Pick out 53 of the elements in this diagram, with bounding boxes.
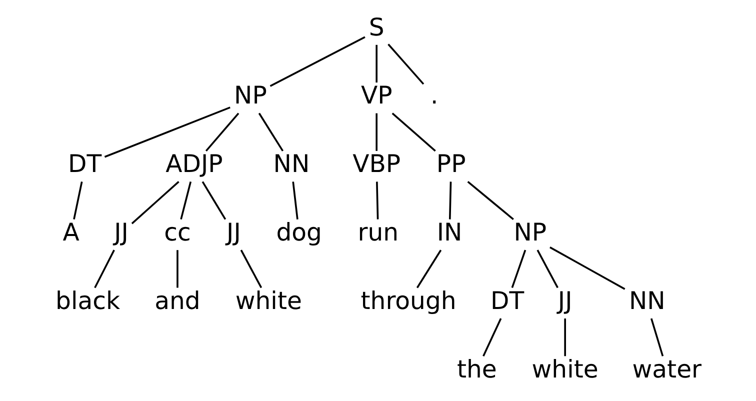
node-text: NP xyxy=(513,217,546,246)
connector xyxy=(258,112,284,152)
node-text: cc xyxy=(164,217,190,246)
connector xyxy=(240,250,262,288)
connector xyxy=(94,250,114,288)
node-text: NN xyxy=(628,286,665,315)
connector xyxy=(269,36,365,87)
connector xyxy=(130,181,179,224)
node-text: white xyxy=(531,354,598,384)
node-text: run xyxy=(357,217,398,246)
node-text: NP xyxy=(234,80,266,110)
connector xyxy=(536,250,558,288)
connector xyxy=(466,180,514,220)
connector xyxy=(387,44,424,85)
connector xyxy=(416,250,442,288)
connector xyxy=(549,246,625,290)
connector xyxy=(448,182,452,220)
node-text: PP xyxy=(436,149,466,178)
node-text: . xyxy=(430,80,438,110)
connector xyxy=(650,318,664,356)
connector xyxy=(104,106,230,158)
node-text: and xyxy=(154,286,200,315)
node-text: black xyxy=(55,286,120,315)
connector xyxy=(391,112,436,152)
connector xyxy=(176,250,178,288)
node-text: ADJP xyxy=(165,149,222,178)
connector xyxy=(375,113,378,151)
connector xyxy=(201,181,226,220)
node-text: DT xyxy=(67,149,102,178)
connector xyxy=(482,318,502,357)
node-text: the xyxy=(456,354,496,384)
connector xyxy=(180,181,192,220)
connector xyxy=(510,250,526,288)
node-text: water xyxy=(632,354,702,384)
node-text: through xyxy=(360,286,456,315)
connector xyxy=(564,318,566,356)
node-text: VP xyxy=(360,80,392,110)
node-text: IN xyxy=(436,217,462,246)
node-text: VBP xyxy=(352,149,400,178)
node-text: A xyxy=(62,217,79,246)
node-text: S xyxy=(368,12,384,42)
node-text: dog xyxy=(276,217,322,246)
connector xyxy=(72,182,82,220)
node-text: NN xyxy=(272,149,310,178)
connector xyxy=(376,182,378,220)
connector xyxy=(292,182,298,220)
node-text: JJ xyxy=(557,286,572,315)
node-text: JJ xyxy=(114,217,128,246)
node-text: DT xyxy=(490,286,524,315)
connector xyxy=(204,112,239,152)
node-text: JJ xyxy=(226,217,240,246)
connector xyxy=(375,44,378,83)
node-text: white xyxy=(234,286,302,315)
